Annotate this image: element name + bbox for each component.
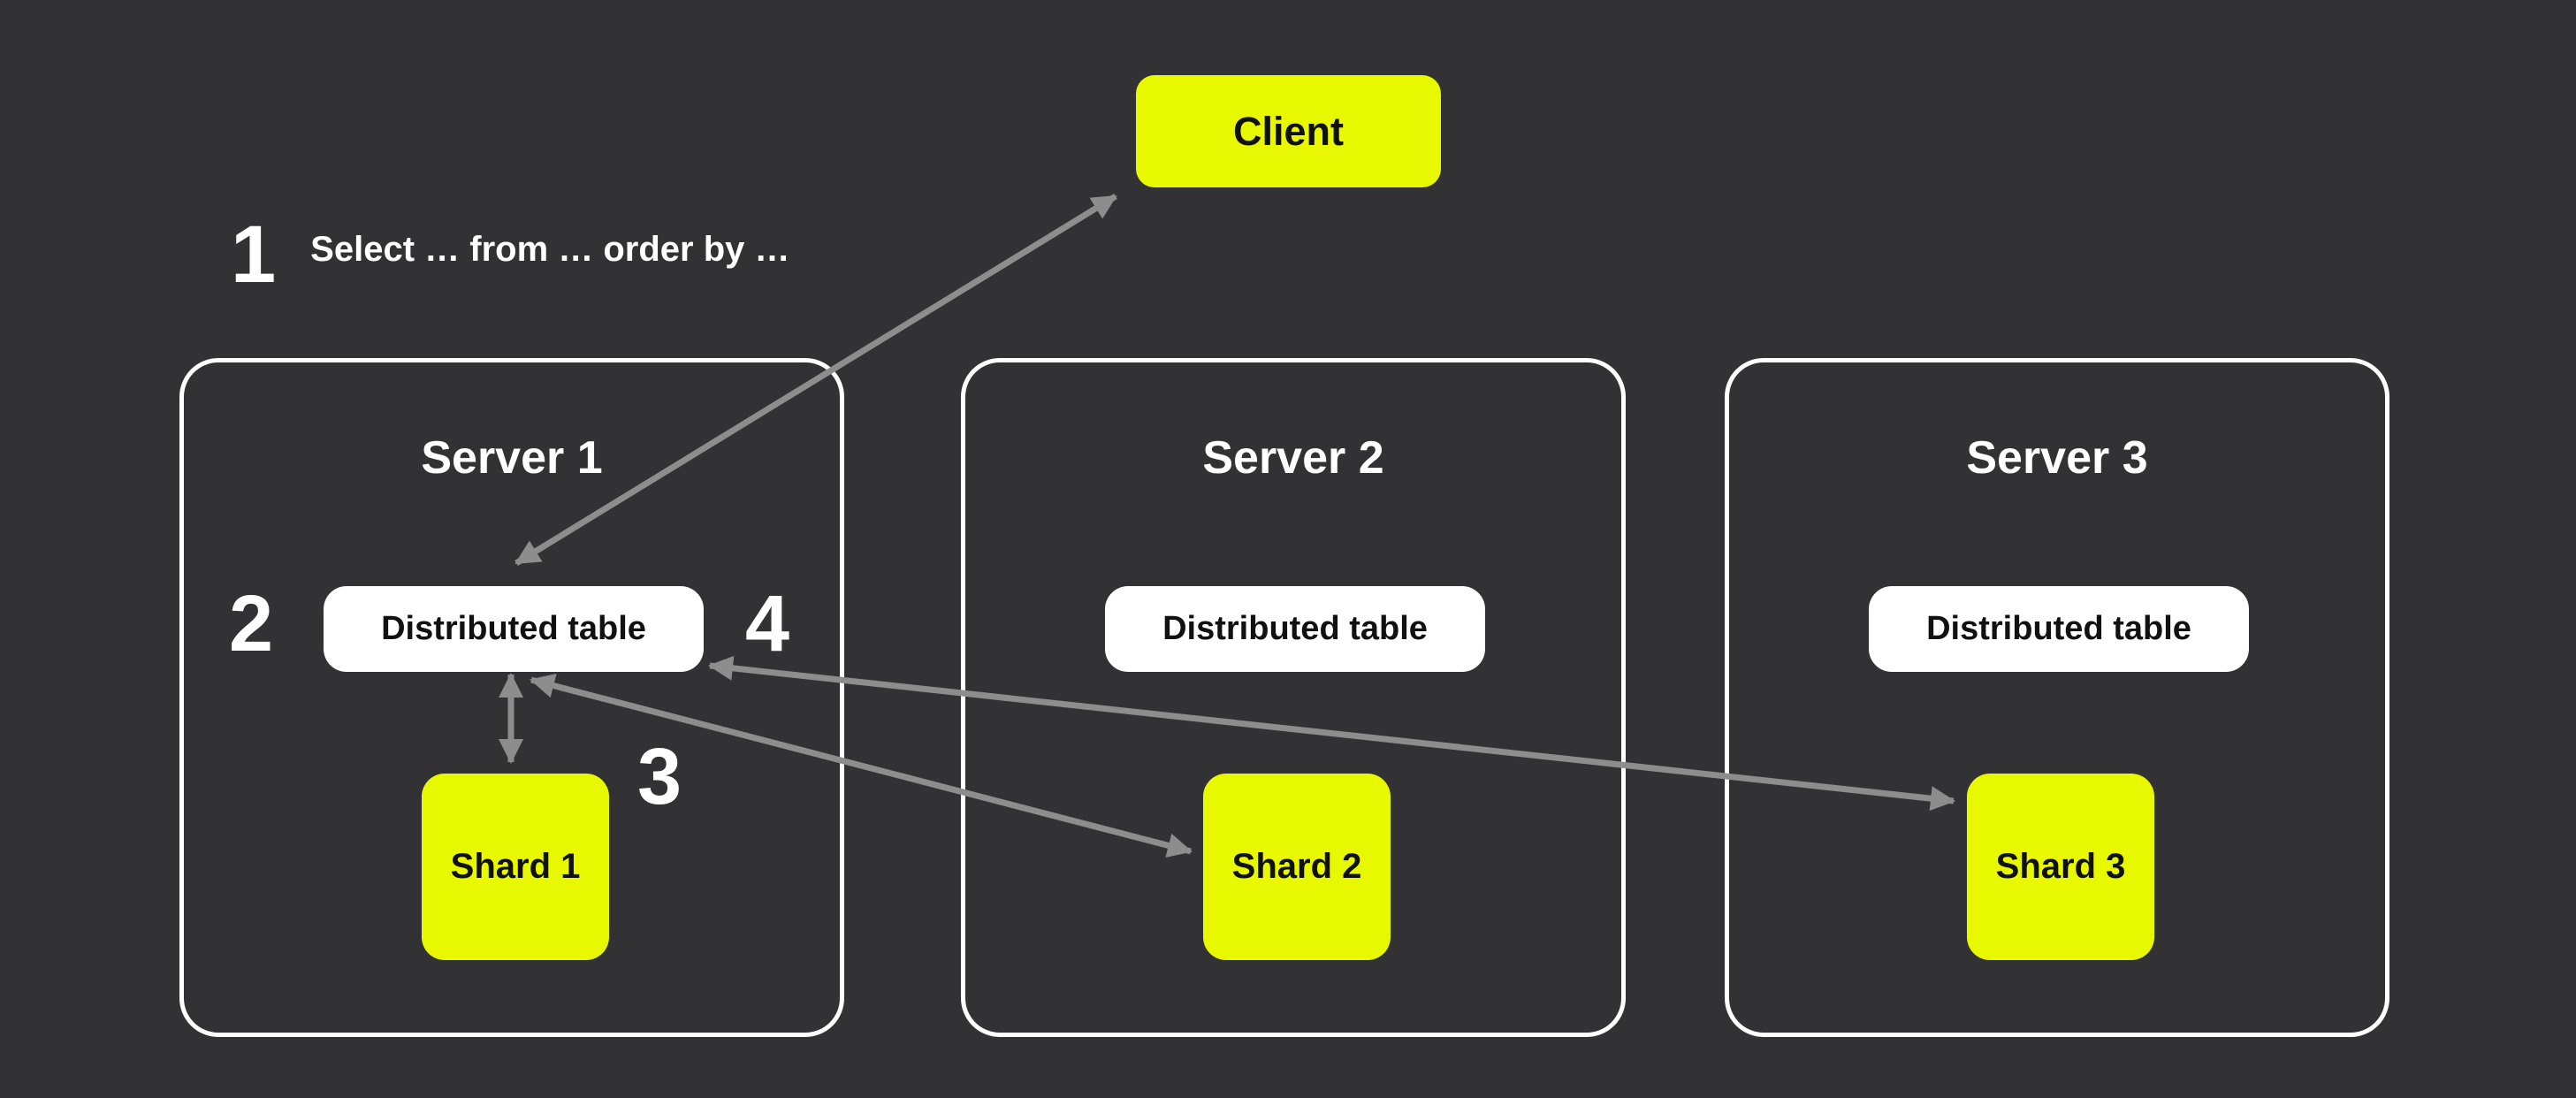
step-4-number: 4 <box>745 580 789 668</box>
shard-node: Shard 2 <box>1203 774 1391 960</box>
distributed-table-node: Distributed table <box>324 586 704 672</box>
distributed-table-label: Distributed table <box>1162 610 1428 647</box>
step-1-annotation: 1 Select … from … order by … <box>231 214 790 295</box>
shard-node: Shard 3 <box>1967 774 2154 960</box>
server-box: Server 2 Distributed table Shard 2 <box>961 358 1626 1037</box>
distributed-table-node: Distributed table <box>1869 586 2249 672</box>
step-3-number: 3 <box>637 733 682 821</box>
step-2-number: 2 <box>229 580 273 668</box>
shard-label: Shard 1 <box>450 847 581 886</box>
distributed-table-label: Distributed table <box>1926 610 2191 647</box>
server-title: Server 1 <box>421 432 603 484</box>
distributed-table-label: Distributed table <box>381 610 646 647</box>
shard-node: Shard 1 <box>422 774 609 960</box>
distributed-table-node: Distributed table <box>1105 586 1485 672</box>
server-box: Server 1 Distributed table Shard 1 <box>179 358 844 1037</box>
client-node: Client <box>1136 75 1441 187</box>
step-1-number: 1 <box>231 210 276 300</box>
shard-label: Shard 3 <box>1995 847 2126 886</box>
client-label: Client <box>1232 108 1344 154</box>
server-box: Server 3 Distributed table Shard 3 <box>1725 358 2389 1037</box>
step-1-query-text: Select … from … order by … <box>310 230 790 269</box>
server-title: Server 3 <box>1966 432 2148 484</box>
server-title: Server 2 <box>1202 432 1384 484</box>
shard-label: Shard 2 <box>1231 847 1362 886</box>
